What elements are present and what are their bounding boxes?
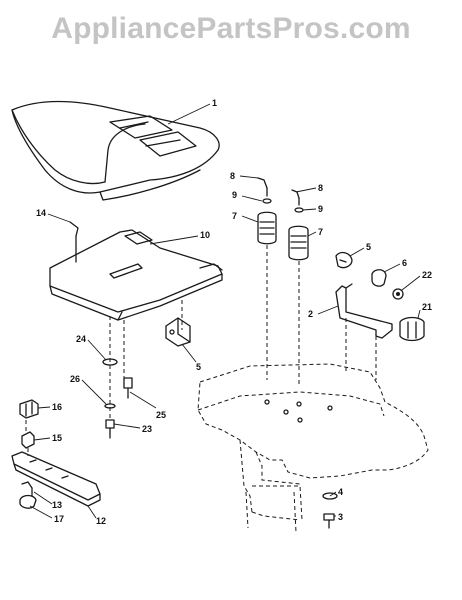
- seat-pan-part: [49, 221, 223, 420]
- callout-5-left: 5: [196, 362, 201, 372]
- callout-22: 22: [422, 270, 432, 280]
- callout-6: 6: [402, 258, 407, 268]
- callout-8-right: 8: [318, 183, 323, 193]
- callout-leader-lines: [29, 103, 421, 519]
- watermark-logo: AppliancePartsPros.com: [51, 12, 411, 45]
- callout-8-left: 8: [230, 171, 235, 181]
- callout-9-right: 9: [318, 204, 323, 214]
- callout-26: 26: [70, 374, 80, 384]
- seat-part: [11, 100, 220, 201]
- callout-10: 10: [200, 230, 210, 240]
- callout-4: 4: [338, 487, 343, 497]
- callout-13: 13: [52, 500, 62, 510]
- chassis-fender-outline: [197, 363, 429, 533]
- callout-12: 12: [96, 516, 106, 526]
- bracket-clip-left: [165, 317, 191, 347]
- callout-17: 17: [54, 514, 64, 524]
- seat-adjuster-rail: [11, 399, 101, 509]
- spring-stack-right: [288, 189, 309, 385]
- callout-23: 23: [142, 424, 152, 434]
- callout-24: 24: [76, 334, 86, 344]
- callout-9-left: 9: [232, 190, 237, 200]
- washer-bolt-right: [322, 492, 338, 529]
- callout-7-right: 7: [318, 227, 323, 237]
- callout-21: 21: [422, 302, 432, 312]
- callout-3: 3: [338, 512, 343, 522]
- callout-labels: 1 8 8 9 9 7 7 14 10 5 6 22 2 21 5 24 26 …: [36, 98, 432, 526]
- callout-7-left: 7: [232, 211, 237, 221]
- callout-2: 2: [308, 309, 313, 319]
- fasteners-center: [102, 358, 133, 439]
- callout-15: 15: [52, 433, 62, 443]
- bracket-assembly-right: [335, 251, 425, 380]
- callout-5-right: 5: [366, 242, 371, 252]
- callout-14: 14: [36, 208, 46, 218]
- callout-1: 1: [212, 98, 217, 108]
- callout-16: 16: [52, 402, 62, 412]
- callout-25: 25: [156, 410, 166, 420]
- spring-stack-left: [257, 177, 277, 380]
